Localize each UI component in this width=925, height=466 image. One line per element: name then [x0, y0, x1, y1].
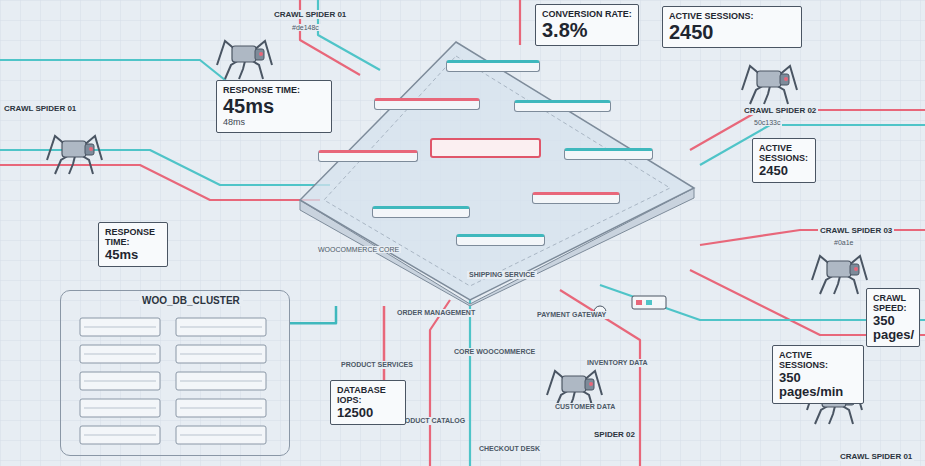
metric-label: RESPONSE TIME: — [223, 85, 325, 95]
metric-card: ACTIVE SESSIONS:2450 — [752, 138, 816, 183]
node-label: CORE WOOCOMMERCE — [452, 348, 537, 356]
spider-label: CRAWL SPIDER 02 — [742, 106, 818, 115]
metric-value: 2450 — [759, 164, 809, 178]
module-box: PAYMENT GATEWAY — [514, 100, 611, 112]
crawl-spiders — [47, 136, 102, 174]
crawl-spiders — [742, 66, 797, 104]
metric-value: 3.8% — [542, 19, 632, 41]
database-cluster: WOO_DB_CLUSTER — [60, 290, 290, 456]
metric-label: DATABASE IOPS: — [337, 385, 399, 406]
wires — [519, 0, 521, 45]
node-label: ORDER MANAGEMENT — [395, 309, 477, 317]
wires — [0, 60, 250, 100]
metric-card: CRAWL SPEED:350 pages/ — [866, 288, 920, 347]
metric-label: CONVERSION RATE: — [542, 9, 632, 19]
crawl-spiders — [47, 41, 867, 424]
node-label: PAYMENT GATEWAY — [535, 311, 608, 319]
metric-card: RESPONSE TIME:45ms48ms — [216, 80, 332, 133]
module-box: ORDER MANAGEMENT — [374, 98, 480, 110]
wires — [469, 300, 471, 466]
module-box: CHECKOUT DESK — [456, 234, 545, 246]
db-table-lines — [84, 327, 262, 435]
module-box: SHIPPING SERVICE — [446, 60, 540, 72]
node-label: PRODUCT SERVICES — [339, 361, 415, 369]
node-label: WOOCOMMERCE CORE — [316, 246, 401, 253]
metric-value: 350 pages/min — [779, 371, 857, 400]
spider-label: CRAWL SPIDER 03 — [818, 226, 894, 235]
db-tables — [80, 318, 266, 444]
metric-value: 350 pages/ — [873, 314, 913, 343]
node-label: CUSTOMER DATA — [553, 403, 617, 411]
network-switch — [636, 300, 642, 305]
spider-label: CRAWL SPIDER 01 — [2, 104, 78, 113]
crawl-spiders — [217, 41, 272, 79]
spider-id: 50c133c — [752, 119, 782, 126]
metric-label: CRAWL SPEED: — [873, 293, 913, 314]
metric-label: RESPONSE TIME: — [105, 227, 161, 248]
module-box: INVENTORY DATA — [564, 148, 653, 160]
spider-label: CRAWL SPIDER 01 — [838, 452, 914, 461]
module-box: PRODUCT SERVICES — [318, 150, 418, 162]
metric-card: DATABASE IOPS:12500 — [330, 380, 406, 425]
node-label: WOO_DB_CLUSTER — [139, 295, 243, 306]
metric-card: CONVERSION RATE:3.8% — [535, 4, 639, 46]
wires — [0, 165, 320, 200]
db-table-lines — [84, 327, 262, 435]
metric-card: RESPONSE TIME:45ms — [98, 222, 168, 267]
network-switch — [646, 300, 652, 305]
module-box: CUSTOMER DATA — [532, 192, 620, 204]
metric-value: 45ms — [105, 248, 161, 262]
spider-id: #de148c — [290, 24, 321, 31]
network-switch — [632, 296, 666, 309]
metric-label: ACTIVE SESSIONS: — [669, 11, 795, 21]
metric-value: 12500 — [337, 406, 399, 420]
module-box: CORE WOOCOMMERCE — [430, 138, 541, 158]
metric-label: ACTIVE SESSIONS: — [759, 143, 809, 164]
platform-top — [300, 42, 694, 300]
metric-label: ACTIVE SESSIONS: — [779, 350, 857, 371]
metric-sub-value: 48ms — [223, 117, 325, 127]
wires — [430, 300, 450, 466]
spider-label: CRAWL SPIDER 01 — [272, 10, 348, 19]
node-label: INVENTORY DATA — [585, 359, 650, 367]
module-box: PRODUCT CATALOG — [372, 206, 470, 218]
metric-card: ACTIVE SESSIONS:2450 — [662, 6, 802, 48]
node-label: CHECKOUT DESK — [477, 445, 542, 453]
metric-card: ACTIVE SESSIONS:350 pages/min — [772, 345, 864, 404]
crawl-spiders — [812, 256, 867, 294]
spider-id: #0a1e — [832, 239, 855, 246]
metric-value: 2450 — [669, 21, 795, 43]
metric-value: 45ms — [223, 95, 325, 117]
spider-label: SPIDER 02 — [592, 430, 637, 439]
platform-node: WOOCOMMERCE CORE SHIPPING SERVICE ORDER MA… — [296, 38, 696, 306]
connector — [290, 306, 336, 323]
platform-outline — [296, 38, 696, 306]
node-label: SHIPPING SERVICE — [467, 271, 537, 279]
